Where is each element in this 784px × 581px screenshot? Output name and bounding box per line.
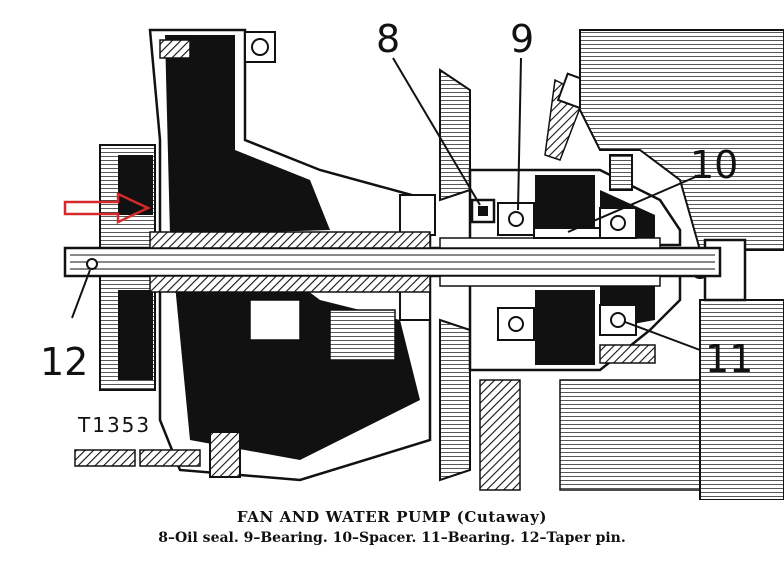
callout-12: 12	[40, 340, 88, 384]
adjusting-stud	[544, 72, 598, 161]
oil-seal	[470, 198, 496, 224]
plate-id: T1353	[77, 413, 151, 437]
lower-stud-right	[599, 344, 656, 364]
mounting-bolt-bottom	[74, 431, 241, 478]
taper-pin	[86, 258, 98, 270]
bearing-11	[599, 207, 637, 336]
leader-10	[567, 174, 701, 233]
leader-lines	[71, 57, 701, 351]
leader-8	[392, 57, 481, 206]
callout-8: 8	[376, 17, 400, 61]
pump-housing	[148, 28, 432, 482]
spacer	[533, 227, 601, 239]
red-arrow-icon	[63, 192, 151, 224]
leader-12	[71, 269, 91, 319]
mounting-bolt-top	[159, 31, 276, 63]
bearing-9	[497, 202, 535, 341]
engine-frame-right	[579, 29, 784, 500]
pump-shaft	[63, 231, 722, 293]
leader-11	[624, 321, 701, 351]
callout-9: 9	[510, 17, 534, 61]
caption-text: 8–Oil seal. 9–Bearing. 10–Spacer. 11–Bea…	[158, 530, 626, 546]
pump-cutaway-drawing: 8 9 10 11 12 T1353	[40, 17, 784, 500]
leader-9	[517, 57, 522, 211]
callout-11: 11	[705, 337, 753, 381]
callout-10: 10	[690, 143, 738, 187]
caption-title: FAN AND WATER PUMP (Cutaway)	[236, 508, 548, 526]
